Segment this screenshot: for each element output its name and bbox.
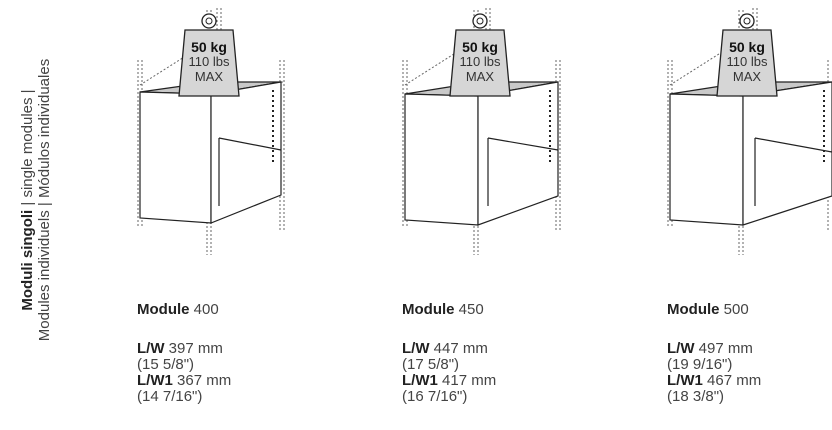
lw1-inch: (14 7/16") bbox=[137, 388, 203, 405]
side-label-rest: | single modules | bbox=[19, 89, 36, 210]
weight-lbs: 110 lbs bbox=[460, 54, 501, 69]
weight-kg: 50 kg bbox=[729, 39, 765, 55]
side-label: Moduli singoli | single modules | Module… bbox=[19, 59, 53, 341]
lw-value: 447 mm bbox=[433, 340, 488, 357]
weight-kg: 50 kg bbox=[191, 39, 227, 55]
weight-icon bbox=[716, 13, 778, 97]
module-400: 50 kg 110 lbs MAX Module 400 L/W 397 mm … bbox=[137, 0, 317, 430]
side-label-bold: Moduli singoli bbox=[19, 209, 36, 311]
weight-icon bbox=[449, 13, 511, 97]
module-title-label: Module bbox=[137, 301, 190, 318]
module-title-label: Module bbox=[402, 301, 455, 318]
weight-max: MAX bbox=[733, 69, 762, 84]
lw1-value: 467 mm bbox=[707, 372, 762, 389]
module-400-specs: Module 400 L/W 397 mm (15 5/8") L/W1 367… bbox=[137, 302, 231, 405]
module-500-illustration: 50 kg 110 lbs MAX bbox=[667, 8, 832, 255]
lw1-value: 417 mm bbox=[442, 372, 497, 389]
module-title-label: Module bbox=[667, 301, 720, 318]
lw1-value: 367 mm bbox=[177, 372, 232, 389]
lw1-label: L/W1 bbox=[137, 372, 173, 389]
module-450-illustration: 50 kg 110 lbs MAX bbox=[402, 8, 561, 255]
lw1-label: L/W1 bbox=[402, 372, 438, 389]
lw-label: L/W bbox=[667, 340, 695, 357]
lw1-label: L/W1 bbox=[667, 372, 703, 389]
module-title-value: 400 bbox=[193, 301, 219, 318]
module-title-value: 500 bbox=[723, 301, 749, 318]
lw-value: 397 mm bbox=[168, 340, 223, 357]
module-500: 50 kg 110 lbs MAX Module 500 L/W 497 mm … bbox=[667, 0, 832, 430]
side-label-line2: Modules individuels | Módulos individual… bbox=[36, 58, 53, 342]
weight-max: MAX bbox=[466, 69, 495, 84]
lw-value: 497 mm bbox=[698, 340, 753, 357]
weight-kg: 50 kg bbox=[462, 39, 498, 55]
lw-label: L/W bbox=[137, 340, 165, 357]
module-450-specs: Module 450 L/W 447 mm (17 5/8") L/W1 417… bbox=[402, 302, 496, 405]
weight-max: MAX bbox=[195, 69, 224, 84]
weight-lbs: 110 lbs bbox=[727, 54, 768, 69]
lw-label: L/W bbox=[402, 340, 430, 357]
lw1-inch: (18 3/8") bbox=[667, 388, 725, 405]
module-500-specs: Module 500 L/W 497 mm (19 9/16") L/W1 46… bbox=[667, 302, 761, 405]
module-title-value: 450 bbox=[458, 301, 484, 318]
module-400-illustration: 50 kg 110 lbs MAX bbox=[137, 8, 285, 255]
weight-lbs: 110 lbs bbox=[189, 54, 230, 69]
lw-inch: (19 9/16") bbox=[667, 356, 733, 373]
lw-inch: (15 5/8") bbox=[137, 356, 195, 373]
weight-icon bbox=[178, 13, 240, 97]
lw-inch: (17 5/8") bbox=[402, 356, 460, 373]
lw1-inch: (16 7/16") bbox=[402, 388, 468, 405]
module-450: 50 kg 110 lbs MAX Module 450 L/W 447 mm … bbox=[402, 0, 582, 430]
